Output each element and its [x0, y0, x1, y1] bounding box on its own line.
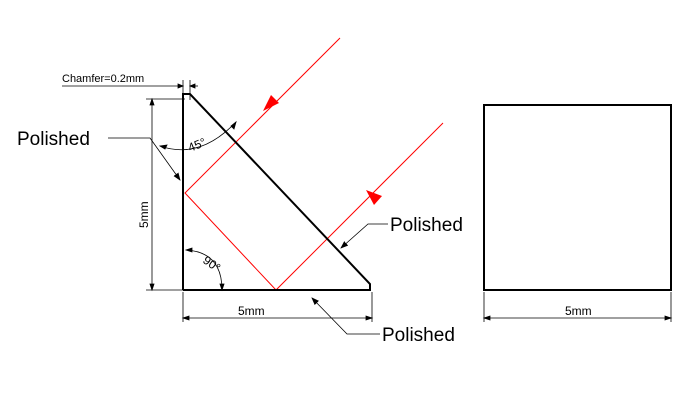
angle-45-label: 45° — [186, 135, 208, 155]
polished-left-leader — [108, 137, 181, 181]
beam-arrow-outgoing — [366, 190, 382, 205]
polished-bottom-leader — [311, 297, 380, 335]
beam-arrow-incoming — [263, 95, 279, 111]
square-width-dimension — [482, 292, 673, 322]
prism-outline — [182, 93, 371, 291]
chamfer-dimension — [62, 80, 198, 100]
polished-left-label: Polished — [17, 129, 90, 150]
light-beam — [184, 37, 444, 291]
square-view — [483, 104, 672, 291]
chamfer-label: Chamfer=0.2mm — [62, 73, 144, 85]
prism-shape — [182, 93, 371, 291]
prism-width-dimension — [181, 292, 374, 322]
polished-bottom-label: Polished — [382, 325, 455, 346]
angle-45-marker — [158, 120, 237, 151]
polished-right-label: Polished — [390, 215, 463, 236]
height-dim-label: 5mm — [137, 201, 151, 228]
square-width-label: 5mm — [565, 304, 592, 318]
polished-right-leader — [340, 223, 388, 249]
beam-path — [184, 37, 444, 291]
angle-90-label: 90° — [200, 253, 223, 275]
height-dimension — [146, 97, 185, 292]
angle-90-marker — [184, 247, 225, 292]
prism-width-label: 5mm — [238, 304, 265, 318]
